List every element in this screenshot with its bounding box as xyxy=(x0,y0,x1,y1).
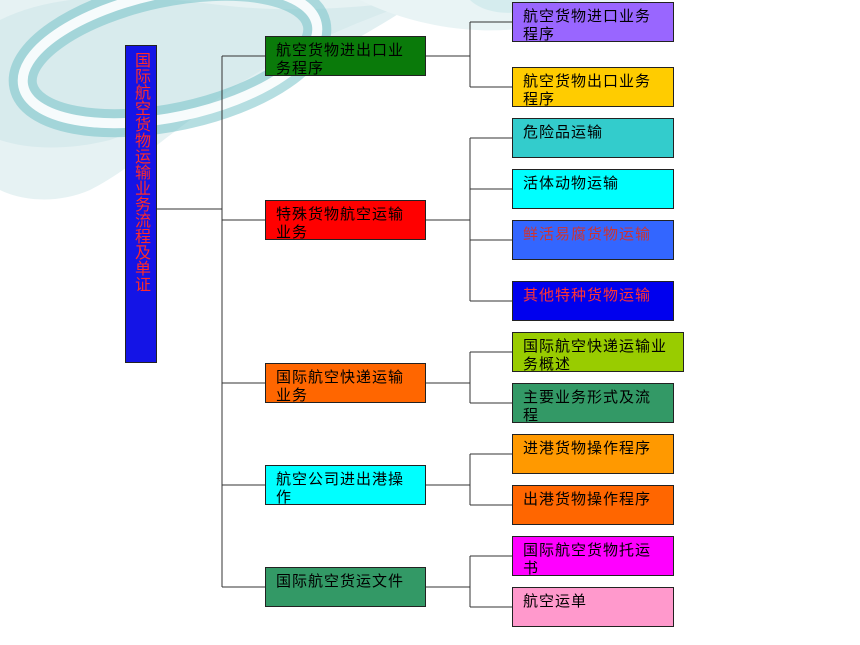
leaf-label: 国际航空快递运输业务概述 xyxy=(523,337,668,372)
leaf-label: 主要业务形式及流程 xyxy=(523,388,652,423)
branch-label: 航空公司进出港操作 xyxy=(276,470,405,505)
branch-label: 国际航空快递运输业务 xyxy=(276,368,405,403)
leaf-label: 活体动物运输 xyxy=(523,174,620,192)
leaf-label: 进港货物操作程序 xyxy=(523,439,652,457)
leaf-node: 活体动物运输 xyxy=(512,169,674,209)
leaf-node: 出港货物操作程序 xyxy=(512,485,674,525)
leaf-label: 航空运单 xyxy=(523,592,588,610)
leaf-node: 主要业务形式及流程 xyxy=(512,383,674,423)
leaf-label: 国际航空货物托运书 xyxy=(523,541,652,576)
leaf-label: 其他特种货物运输 xyxy=(523,286,652,304)
leaf-node: 国际航空快递运输业务概述 xyxy=(512,332,684,372)
branch-label: 特殊货物航空运输业务 xyxy=(276,205,405,240)
leaf-node: 航空货物进口业务程序 xyxy=(512,2,674,42)
leaf-label: 出港货物操作程序 xyxy=(523,490,652,508)
leaf-node: 危险品运输 xyxy=(512,118,674,158)
leaf-label: 危险品运输 xyxy=(523,123,604,141)
branch-node: 国际航空货运文件 xyxy=(265,567,426,607)
leaf-node: 进港货物操作程序 xyxy=(512,434,674,474)
branch-node: 国际航空快递运输业务 xyxy=(265,363,426,403)
leaf-node: 其他特种货物运输 xyxy=(512,281,674,321)
leaf-label: 航空货物进口业务程序 xyxy=(523,7,652,42)
leaf-label: 航空货物出口业务程序 xyxy=(523,72,652,107)
root-node: 国际航空货物运输业务流程及单证 xyxy=(125,45,157,363)
leaf-node: 国际航空货物托运书 xyxy=(512,536,674,576)
branch-node: 航空货物进出口业务程序 xyxy=(265,36,426,76)
branch-label: 航空货物进出口业务程序 xyxy=(276,41,405,76)
leaf-label: 鲜活易腐货物运输 xyxy=(523,225,652,243)
leaf-node: 航空货物出口业务程序 xyxy=(512,67,674,107)
branch-node: 航空公司进出港操作 xyxy=(265,465,426,505)
leaf-node: 航空运单 xyxy=(512,587,674,627)
branch-label: 国际航空货运文件 xyxy=(276,572,405,590)
leaf-node: 鲜活易腐货物运输 xyxy=(512,220,674,260)
branch-node: 特殊货物航空运输业务 xyxy=(265,200,426,240)
root-label: 国际航空货物运输业务流程及单证 xyxy=(132,52,151,292)
